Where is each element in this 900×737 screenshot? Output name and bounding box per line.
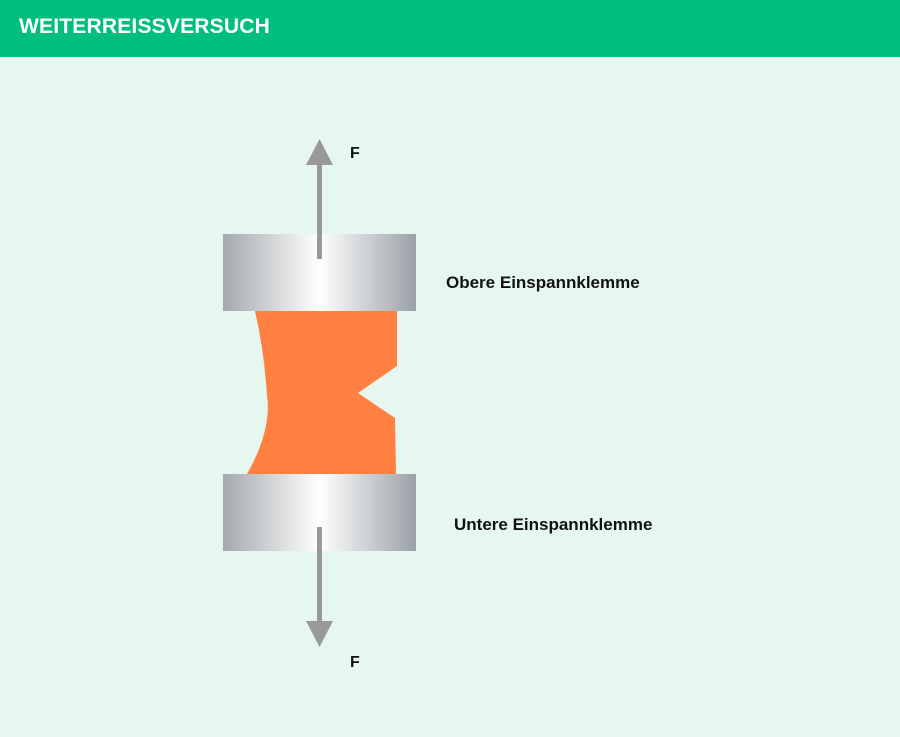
specimen <box>247 311 397 474</box>
force-arrow-up <box>306 139 333 259</box>
page-title: WEITERREISSVERSUCH <box>19 15 270 38</box>
header-bar: WEITERREISSVERSUCH <box>0 0 900 57</box>
lower-clamp-label: Untere Einspannklemme <box>454 515 652 534</box>
force-label-top: F <box>350 145 360 162</box>
upper-clamp-label: Obere Einspannklemme <box>446 273 640 292</box>
force-label-bottom: F <box>350 654 360 671</box>
force-arrow-down <box>306 527 333 647</box>
